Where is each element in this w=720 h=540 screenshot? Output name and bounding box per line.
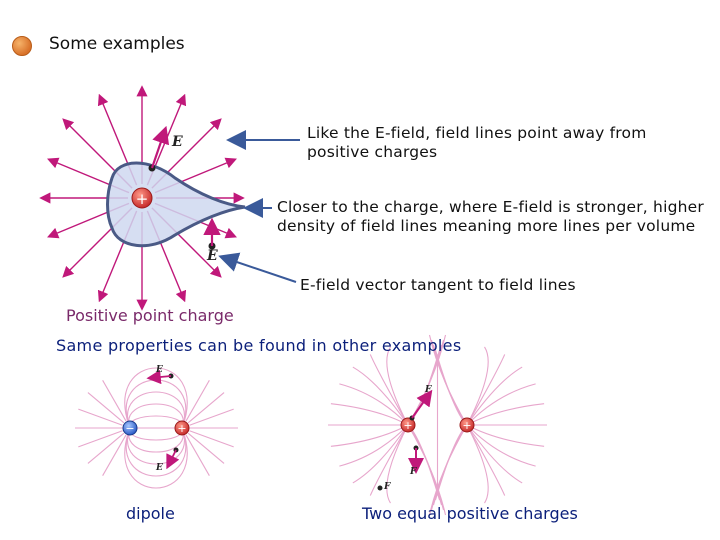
dipole-field-line [187,432,225,464]
e-vector-label-top: E [171,134,183,150]
dipole-field-line [189,430,234,448]
annotation-arrow-tangent [218,252,297,283]
dipole-field-line [127,391,185,429]
two-positive-figure: + + F F F [328,334,547,516]
two-positive-field-line [407,424,447,516]
dipole-figure: − + E E [75,365,238,489]
positive-charge [131,187,153,209]
two-positive-field-line [466,346,489,426]
e-vector-label-bottom: E [206,248,218,264]
caption-dipole: dipole [126,504,175,523]
dipole-field-line [127,427,185,465]
dipole-field-line [102,434,127,476]
two-positive-field-line [434,424,468,501]
two-positive-field-line [407,424,441,501]
two-positive-field-line [352,366,409,426]
charge-symbol: + [136,190,149,208]
two-positive-field-line [428,424,468,516]
two-positive-field-line [352,424,409,484]
right-positive-charge [459,417,475,433]
two-positive-field-line [466,424,489,504]
dipole-field-line [124,427,188,489]
two-positive-field-line [386,424,409,504]
two-positive-field-line [369,354,409,426]
annotation-away: Like the E-field, field lines point away… [307,124,647,161]
dipole-field-line [124,367,188,429]
annotation-tangent: E-field vector tangent to field lines [300,276,576,294]
dipole-field-line [125,427,187,477]
dipole-field-line [87,432,125,464]
two-positive-field-line [466,366,523,426]
left-positive-charge [400,417,416,433]
caption-positive-point-charge: Positive point charge [66,306,234,325]
density-region [106,161,246,248]
dipole-field-line [102,380,127,422]
annotation-density: Closer to the charge, where E-field is s… [277,198,704,235]
subheading: Same properties can be found in other ex… [56,336,462,355]
two-positive-field-line [428,334,468,426]
two-positive-field-line [339,424,409,467]
two-vector-label-bottom: F [409,467,417,477]
two-vector-label-top: F [424,385,432,395]
two-positive-field-line [407,349,441,426]
dipole-field-line [189,408,234,426]
two-positive-field-lines [328,334,547,516]
two-positive-field-line [466,424,506,496]
dipole-field-line [128,427,184,453]
dipole-field-line [185,380,210,422]
dipole-field-line [185,434,210,476]
dipole-field-line [87,392,125,424]
two-positive-field-line [466,354,506,426]
dipole-vector-label-top: E [155,365,163,375]
slide-heading: Some examples [49,34,185,54]
dipole-field-line [78,408,123,426]
dipole-vector-label-bottom: E [155,463,163,473]
two-vector-label-corner: F [383,482,391,492]
dipole-field-line [187,392,225,424]
right-positive-symbol: + [462,419,471,432]
bullet-icon [12,36,32,56]
two-positive-field-line [339,383,409,426]
dipole-field-lines [75,367,238,489]
dipole-field-line [129,427,183,441]
two-positive-field-line [466,424,536,467]
two-positive-field-line [386,346,409,426]
dipole-negative-symbol: − [125,422,134,435]
caption-two-positive: Two equal positive charges [362,504,578,523]
dipole-field-line [129,415,183,429]
dipole-positive-symbol: + [177,422,186,435]
two-positive-field-line [466,383,536,426]
dipole-field-line [128,403,184,429]
two-positive-field-line [466,424,523,484]
dipole-field-line [78,430,123,448]
e-vector-top [150,125,170,169]
two-positive-field-line [434,349,468,426]
left-positive-symbol: + [403,419,412,432]
two-positive-field-line [369,424,409,496]
dipole-negative-charge [122,420,138,436]
dipole-positive-charge [174,420,190,436]
